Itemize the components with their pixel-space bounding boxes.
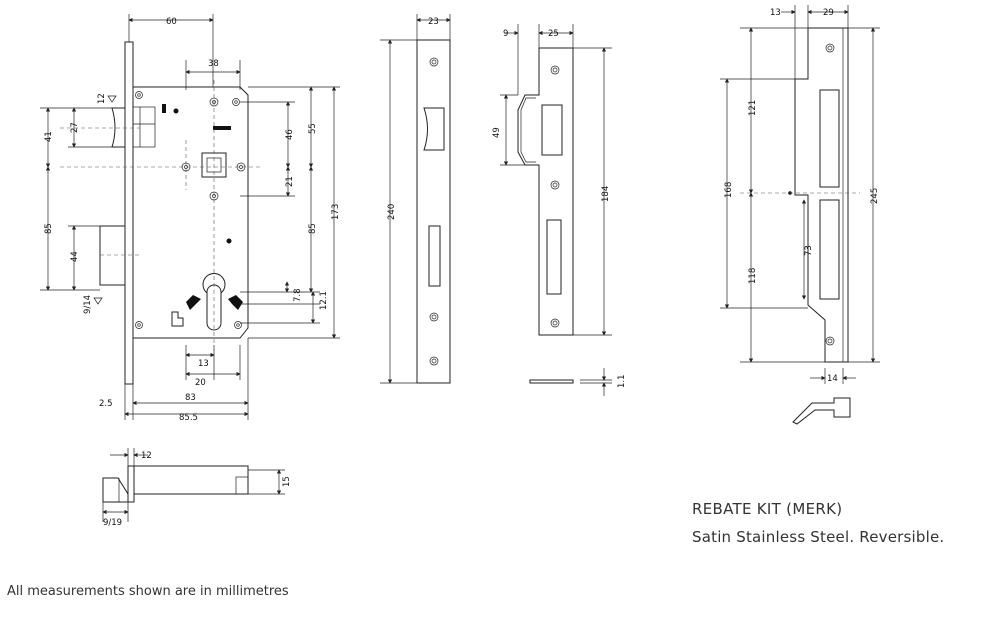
lock-body-view xyxy=(60,41,260,385)
dim-41: 41 xyxy=(44,131,54,142)
dim-9-19: 9/19 xyxy=(103,518,122,528)
dim-strike-25: 25 xyxy=(548,29,559,39)
dim-20: 20 xyxy=(195,378,206,388)
euro-cylinder-cutout xyxy=(206,284,222,331)
lock-faceplate xyxy=(124,41,134,385)
dim-85-5: 85.5 xyxy=(179,413,198,423)
dim-strike-1-1: 1.1 xyxy=(617,374,627,388)
dim-21: 21 xyxy=(285,176,295,187)
dim-rebate-245: 245 xyxy=(870,188,880,204)
dim-60: 60 xyxy=(166,17,177,27)
latch-side-view: 12 15 9/19 xyxy=(102,448,292,528)
dim-13: 13 xyxy=(198,359,209,369)
dim-rebate-121: 121 xyxy=(748,100,758,116)
dim-44: 44 xyxy=(70,251,80,262)
dim-rebate-14: 14 xyxy=(827,374,838,384)
dead-bolt xyxy=(99,225,126,286)
dim-46: 46 xyxy=(285,129,295,140)
rebate-kit-view: 13 29 121 168 118 73 245 14 xyxy=(720,5,880,425)
rebate-kit-title: REBATE KIT (MERK) xyxy=(692,500,843,518)
dim-strike-9: 9 xyxy=(503,29,508,39)
dim-38: 38 xyxy=(208,59,219,69)
faceplate-view: 23 240 xyxy=(380,14,451,384)
dim-85-left: 85 xyxy=(44,223,54,234)
dim-latch-12: 12 xyxy=(141,451,152,461)
dim-83: 83 xyxy=(185,393,196,403)
dim-173: 173 xyxy=(331,204,341,220)
lock-body-dimensions: 60 38 12 41 27 85 44 9/14 173 55 xyxy=(40,14,341,423)
dim-rebate-73: 73 xyxy=(804,245,814,256)
dim-9-14: 9/14 xyxy=(83,295,93,314)
dim-55: 55 xyxy=(308,123,318,134)
strike-plate-view: 9 25 49 184 1.1 xyxy=(492,24,627,396)
dim-240: 240 xyxy=(387,204,397,220)
dim-latch-15: 15 xyxy=(282,476,292,487)
dim-rebate-118: 118 xyxy=(748,268,758,284)
dim-27: 27 xyxy=(70,122,80,133)
measurement-footnote: All measurements shown are in millimetre… xyxy=(7,584,289,599)
dim-strike-49: 49 xyxy=(492,127,502,138)
dim-rebate-13: 13 xyxy=(770,8,781,18)
latch-bolt xyxy=(111,107,126,148)
dim-rebate-29: 29 xyxy=(823,8,834,18)
dim-rebate-168: 168 xyxy=(724,182,734,198)
dim-7-8: 7.8 xyxy=(293,288,303,302)
dim-2-5: 2.5 xyxy=(99,399,113,409)
rebate-kit-description: Satin Stainless Steel. Reversible. xyxy=(692,528,945,546)
latch-tail xyxy=(132,106,156,148)
dim-12-1: 12.1 xyxy=(319,291,329,310)
dim-85-right: 85 xyxy=(308,223,318,234)
dim-12: 12 xyxy=(97,93,107,104)
dim-strike-184: 184 xyxy=(601,186,611,202)
dim-23: 23 xyxy=(428,17,439,27)
